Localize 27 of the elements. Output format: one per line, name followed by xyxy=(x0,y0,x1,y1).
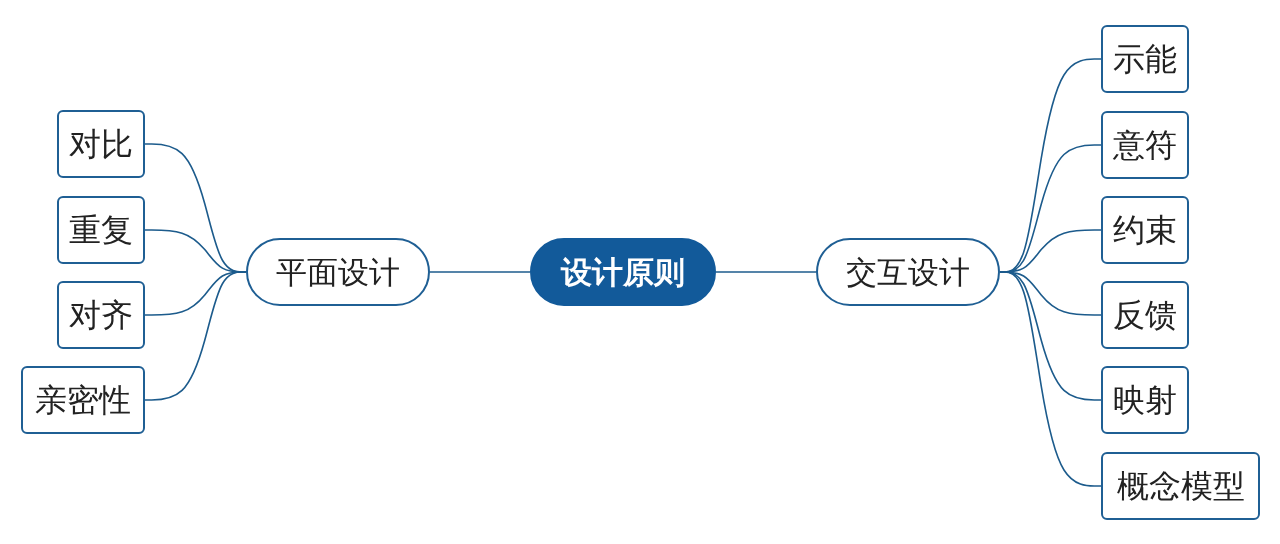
subtopic-box xyxy=(1101,452,1260,520)
subtopic-label: 反馈 xyxy=(1113,299,1177,331)
subtopic-label: 对齐 xyxy=(69,299,133,331)
subtopic-box xyxy=(57,281,145,349)
connector-line xyxy=(715,271,817,273)
subtopic-label: 映射 xyxy=(1113,384,1177,416)
central-topic-label: 设计原则 xyxy=(561,256,685,288)
subtopic-box xyxy=(1101,281,1189,349)
subtopic-box xyxy=(57,110,145,178)
connector-line xyxy=(999,271,1102,487)
branch-topic-label: 平面设计 xyxy=(276,256,400,288)
subtopic-label: 约束 xyxy=(1113,214,1177,246)
subtopic-label: 亲密性 xyxy=(35,384,131,416)
subtopic-label: 概念模型 xyxy=(1116,470,1245,502)
connector-line xyxy=(144,271,247,401)
subtopic-box xyxy=(1101,25,1189,93)
branch-topic-label: 交互设计 xyxy=(846,256,970,288)
subtopic-box xyxy=(21,366,145,434)
subtopic-box xyxy=(57,196,145,264)
subtopic-label: 意符 xyxy=(1113,129,1177,161)
subtopic-label: 重复 xyxy=(69,214,133,246)
subtopic-box xyxy=(1101,366,1189,434)
subtopic-box xyxy=(1101,196,1189,264)
subtopic-label: 对比 xyxy=(69,128,133,160)
subtopic-box xyxy=(1101,111,1189,179)
connector-line xyxy=(429,271,531,273)
subtopic-label: 示能 xyxy=(1113,43,1177,75)
